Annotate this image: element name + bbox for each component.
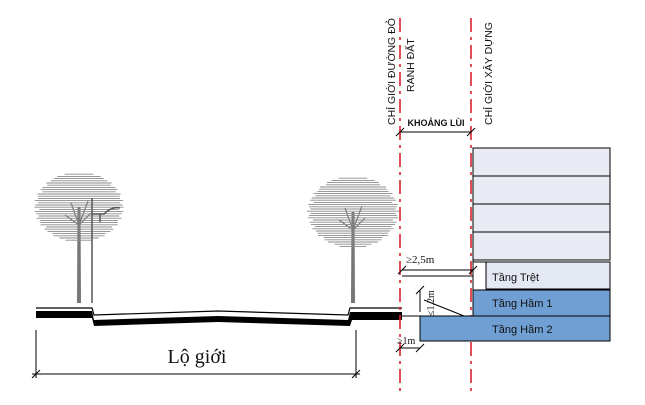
ground-floor	[472, 260, 611, 290]
road-width-label: Lộ giới	[168, 346, 227, 368]
dim-1m	[395, 343, 425, 353]
basement-1-label: Tầng Hầm 1	[492, 298, 553, 310]
building-upper-floors	[472, 147, 611, 261]
dim-2-5m-label: ≥2,5m	[406, 254, 435, 266]
dim-1-2m	[415, 285, 425, 312]
red-line-label: CHỈ GIỚI ĐƯỜNG ĐỎ	[385, 18, 398, 125]
tree-icon	[307, 177, 399, 303]
dim-1-2m-label: ≤1,2m	[426, 290, 437, 316]
dim-1m-label: ≥1m	[397, 336, 415, 347]
setback-dimension	[395, 127, 476, 137]
basement-1	[472, 289, 611, 317]
road-width-dimension	[31, 330, 361, 379]
street-lamp-icon	[91, 198, 121, 303]
basement-2-label: Tầng Hầm 2	[492, 324, 553, 336]
ground-floor-label: Tầng Trệt	[492, 272, 539, 284]
tree-icon	[34, 173, 124, 303]
ramp-lines	[402, 275, 473, 341]
setback-label: KHOẢNG LÙI	[408, 117, 465, 128]
lot-line-label: RANH ĐẤT	[404, 38, 417, 92]
build-line-label: CHỈ GIỚI XÂY DỰNG	[482, 22, 495, 125]
road-profile	[36, 307, 402, 326]
dim-2-5m	[397, 265, 478, 275]
